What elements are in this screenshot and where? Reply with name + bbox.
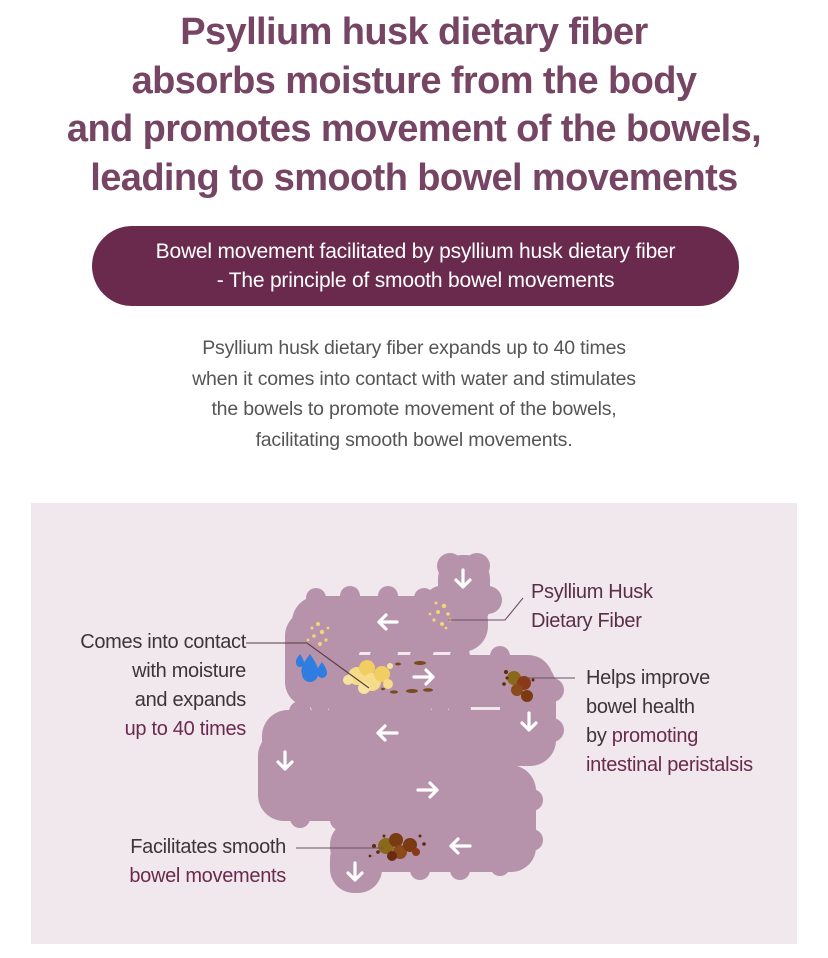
label-line: Facilitates smooth — [130, 836, 286, 858]
label-line: Comes into contact — [80, 631, 246, 653]
page-headline: Psyllium husk dietary fiber absorbs mois… — [0, 8, 828, 202]
stool-bits-icon — [381, 661, 433, 694]
arrow-down-icon — [520, 711, 538, 732]
arrow-right-icon — [412, 668, 435, 686]
arrow-down-icon — [346, 861, 364, 882]
arrow-down-icon — [454, 568, 472, 589]
intro-paragraph: Psyllium husk dietary fiber expands up t… — [0, 333, 828, 455]
label-smooth-movements: Facilitates smooth bowel movements — [60, 833, 286, 891]
intro-line: Psyllium husk dietary fiber expands up t… — [202, 337, 626, 359]
expanded-fiber-icon — [343, 660, 393, 694]
headline-line: leading to smooth bowel movements — [90, 156, 738, 199]
label-accent: intestinal peristalsis — [586, 754, 753, 776]
label-prefix: by — [586, 725, 612, 747]
leader-lines — [246, 597, 575, 849]
label-accent: promoting — [611, 725, 699, 747]
intro-line: the bowels to promote movement of the bo… — [211, 398, 617, 420]
label-accent: up to 40 times — [124, 718, 247, 740]
headline-line: Psyllium husk dietary fiber — [180, 11, 648, 53]
label-line: bowel health — [586, 696, 695, 718]
label-line: and expands — [134, 689, 247, 711]
banner-subtitle: - The principle of smooth bowel movement… — [216, 269, 615, 292]
arrow-down-icon — [276, 750, 294, 771]
label-line: Psyllium Husk — [531, 581, 653, 603]
flow-arrows — [276, 568, 538, 882]
arrow-left-icon — [376, 724, 399, 742]
label-psyllium-husk: Psyllium Husk Dietary Fiber — [531, 578, 653, 636]
intro-line: when it comes into contact with water an… — [192, 367, 636, 390]
arrow-left-icon — [449, 837, 472, 855]
stool-icon — [368, 833, 426, 861]
fiber-particles-icon — [306, 601, 452, 646]
label-line: Dietary Fiber — [531, 610, 642, 632]
headline-line: and promotes movement of the bowels, — [66, 108, 762, 150]
label-line: by promoting — [586, 722, 753, 751]
arrow-left-icon — [377, 613, 399, 631]
water-drop-icon — [295, 654, 327, 682]
intro-line: facilitating smooth bowel movements. — [255, 428, 573, 451]
label-bowel-health: Helps improve bowel health by promoting … — [586, 664, 753, 780]
banner-title: Bowel movement facilitated by psyllium h… — [155, 240, 676, 263]
label-line: with moisture — [132, 660, 246, 682]
headline-line: absorbs moisture from the body — [131, 59, 697, 102]
label-line: Helps improve — [586, 667, 710, 689]
label-contact-moisture: Comes into contact with moisture and exp… — [40, 628, 246, 744]
arrow-right-icon — [416, 781, 439, 799]
stool-icon — [502, 670, 535, 702]
section-banner: Bowel movement facilitated by psyllium h… — [92, 226, 739, 306]
label-accent: bowel movements — [129, 865, 286, 887]
